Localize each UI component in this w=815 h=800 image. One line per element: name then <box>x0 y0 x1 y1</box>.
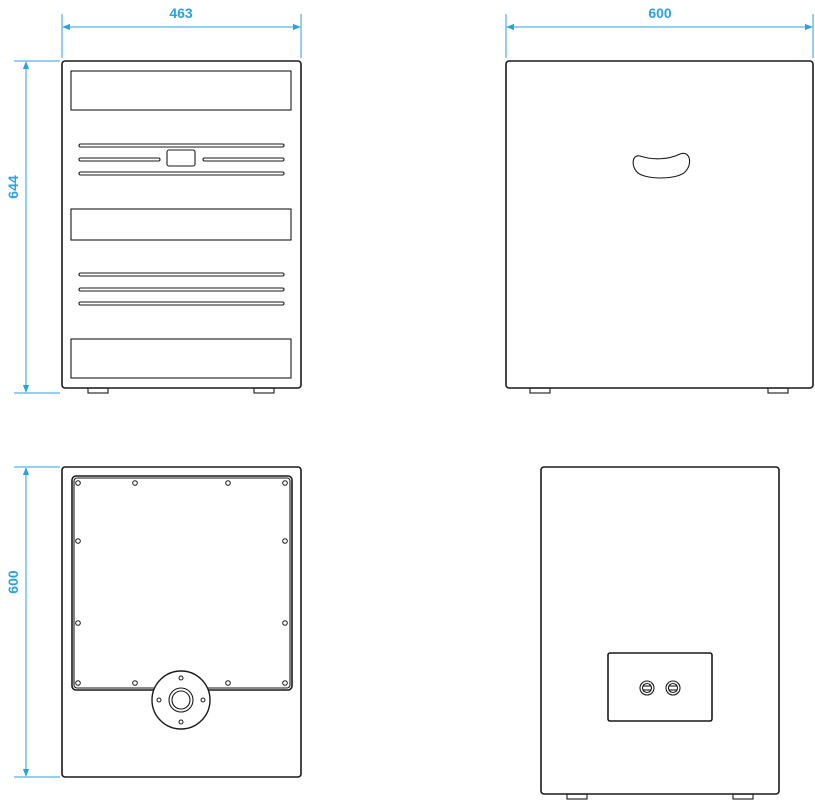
side-cabinet-outline <box>505 60 814 389</box>
pole-mount-socket-inner <box>171 690 191 710</box>
side-foot-left <box>529 387 551 394</box>
screw-hole <box>282 538 288 544</box>
speakon-connector-left <box>639 680 655 696</box>
grille-slot <box>202 157 285 162</box>
screw-hole <box>225 480 231 486</box>
bottom-depth-label: 600 <box>5 570 21 594</box>
speaker-baffle-inner <box>73 477 291 689</box>
flange-bolt <box>156 697 162 703</box>
screw-hole <box>132 480 138 486</box>
grille-slot <box>78 287 285 292</box>
flange-bolt <box>178 719 184 725</box>
front-panel-top <box>70 70 292 111</box>
grille-slot <box>78 171 285 176</box>
rear-foot-left <box>566 793 588 800</box>
front-foot-right <box>253 387 275 394</box>
logo-badge <box>166 149 196 167</box>
grille-slot <box>78 143 285 148</box>
screw-hole <box>225 680 231 686</box>
grille-slot <box>78 272 285 277</box>
bottom-view: 600 <box>5 466 302 778</box>
front-height-label: 644 <box>5 175 21 199</box>
rear-view <box>540 466 780 800</box>
speaker-baffle-plate <box>71 475 293 691</box>
screw-hole <box>282 680 288 686</box>
front-cabinet-outline <box>61 60 302 389</box>
screw-hole <box>75 680 81 686</box>
front-foot-left <box>87 387 109 394</box>
bottom-cabinet-outline <box>61 466 302 778</box>
pole-mount-flange <box>151 670 211 730</box>
rear-foot-right <box>732 793 754 800</box>
side-foot-right <box>767 387 789 394</box>
front-view: 463 644 <box>5 5 302 394</box>
screw-hole <box>282 620 288 626</box>
flange-bolt <box>200 697 206 703</box>
connector-plate <box>607 652 713 722</box>
grille-slot <box>78 301 285 306</box>
side-view: 600 <box>505 5 814 394</box>
screw-hole <box>132 680 138 686</box>
pole-mount-socket-outer <box>168 687 194 713</box>
speakon-connector-right <box>665 680 681 696</box>
screw-hole <box>282 480 288 486</box>
screw-hole <box>75 480 81 486</box>
rear-cabinet-outline <box>540 466 780 795</box>
grille-slot <box>78 157 161 162</box>
handle-recess <box>632 152 691 179</box>
screw-hole <box>75 620 81 626</box>
front-width-label: 463 <box>169 5 193 21</box>
front-panel-bottom <box>70 338 292 379</box>
front-panel-middle <box>70 208 292 241</box>
side-width-label: 600 <box>648 5 672 21</box>
screw-hole <box>75 538 81 544</box>
flange-bolt <box>178 675 184 681</box>
